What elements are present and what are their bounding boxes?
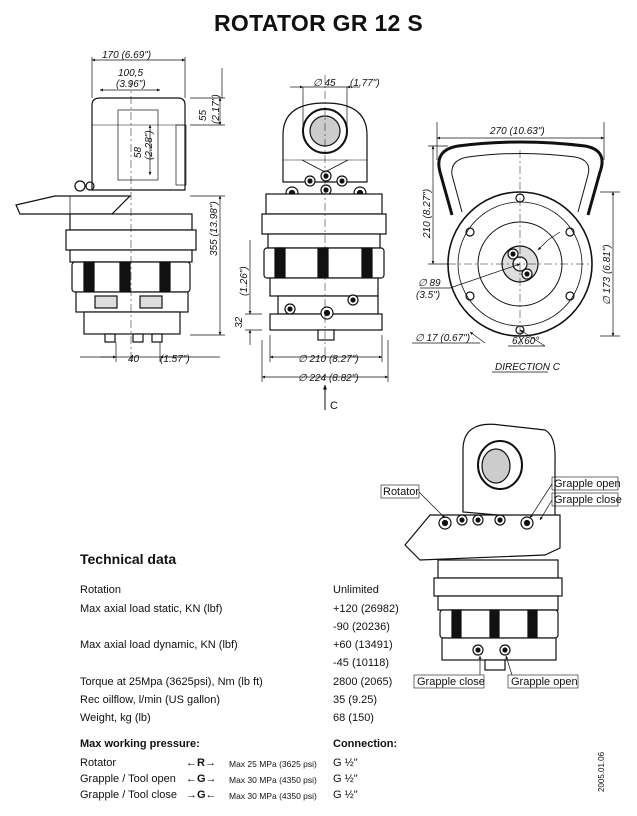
- dim-height-32-in: (1.26"): [239, 266, 250, 296]
- pressure-label-rotator: Rotator: [80, 757, 117, 769]
- pressure-max-grapple-open: Max 30 MPa (4350 psi): [229, 775, 317, 785]
- pressure-arrow-grapple-open: ←G→: [186, 773, 217, 785]
- dim-height-58: 58: [133, 146, 144, 158]
- front-view: [261, 75, 387, 360]
- dim-height-355: 355 (13.98"): [209, 201, 220, 256]
- pressure-arrow-grapple-close: →G←: [186, 789, 217, 801]
- pressure-max-grapple-close: Max 30 MPa (4350 psi): [229, 791, 317, 801]
- dim-width-100-in: (3.96"): [116, 79, 146, 90]
- dim-diameter-210: ∅ 210 (8.27"): [298, 354, 359, 365]
- tech-label-0: Rotation: [80, 584, 121, 596]
- iso-view: [404, 423, 563, 671]
- dim-height-32: 32: [234, 316, 245, 328]
- dim-hole-pattern: 6X60°: [512, 336, 539, 347]
- dim-width-270: 270 (10.63"): [489, 126, 545, 137]
- dim-height-58-in: (2.28"): [144, 130, 155, 160]
- dim-height-210: 210 (8.27"): [422, 189, 433, 239]
- dim-height-55-in: (2.17"): [211, 94, 222, 124]
- dim-width-40-in: (1.57"): [160, 354, 190, 365]
- callout-rotator: Rotator: [383, 486, 419, 498]
- tech-value-7: 68 (150): [333, 712, 374, 724]
- page-title: ROTATOR GR 12 S: [214, 10, 423, 36]
- callout-grapple-close-bottom: Grapple close: [417, 676, 485, 688]
- direction-c-arrow-label: C: [330, 400, 338, 412]
- technical-data-heading: Technical data: [80, 551, 177, 567]
- tech-value-0: Unlimited: [333, 584, 379, 596]
- dim-height-55: 55: [198, 109, 209, 121]
- dim-diameter-173: ∅ 173 (6.81"): [602, 244, 613, 305]
- tech-value-4: -45 (10118): [333, 657, 390, 669]
- connection-heading: Connection:: [333, 738, 398, 750]
- pressure-arrow-rotator: ←R→: [186, 757, 216, 769]
- dim-diameter-224: ∅ 224 (8.82"): [298, 373, 359, 384]
- date-code: 2005.01.06: [597, 751, 606, 792]
- tech-label-3: Max axial load dynamic, KN (lbf): [80, 639, 238, 651]
- tech-value-5: 2800 (2065): [333, 676, 393, 688]
- callout-grapple-open-bottom: Grapple open: [511, 676, 578, 688]
- dim-diameter-45: ∅ 45: [313, 78, 336, 89]
- pressure-heading: Max working pressure:: [80, 738, 200, 750]
- connection-grapple-open: G ½": [333, 773, 358, 785]
- tech-value-2: -90 (20236): [333, 621, 390, 633]
- pressure-label-grapple-open: Grapple / Tool open: [80, 773, 176, 785]
- tech-label-6: Rec oilflow, l/min (US gallon): [80, 694, 220, 706]
- callout-grapple-open-top: Grapple open: [554, 478, 621, 490]
- dim-width-40: 40: [128, 354, 140, 365]
- callout-grapple-close-top: Grapple close: [554, 494, 622, 506]
- dim-width-100: 100,5: [118, 68, 143, 79]
- side-view: [15, 80, 197, 360]
- tech-value-6: 35 (9.25): [333, 694, 378, 706]
- dim-diameter-89: ∅ 89: [418, 278, 441, 289]
- tech-label-5: Torque at 25Mpa (3625psi), Nm (lb ft): [80, 676, 263, 688]
- pressure-max-rotator: Max 25 MPa (3625 psi): [229, 759, 317, 769]
- tech-value-3: +60 (13491): [333, 639, 393, 651]
- tech-label-7: Weight, kg (lb): [80, 712, 151, 724]
- tech-label-1: Max axial load static, KN (lbf): [80, 603, 223, 615]
- tech-value-1: +120 (26982): [333, 603, 399, 615]
- connection-grapple-close: G ½": [333, 789, 358, 801]
- dim-diameter-17: ∅ 17 (0.67"): [415, 333, 470, 344]
- pressure-label-grapple-close: Grapple / Tool close: [80, 789, 178, 801]
- dim-diameter-45-in: (1.77"): [350, 78, 380, 89]
- direction-c-label: DIRECTION C: [495, 362, 561, 373]
- connection-rotator: G ½": [333, 757, 358, 769]
- direction-c-view: [437, 140, 604, 345]
- dim-diameter-89-in: (3.5"): [416, 290, 440, 301]
- dim-width-170: 170 (6.69"): [102, 50, 151, 61]
